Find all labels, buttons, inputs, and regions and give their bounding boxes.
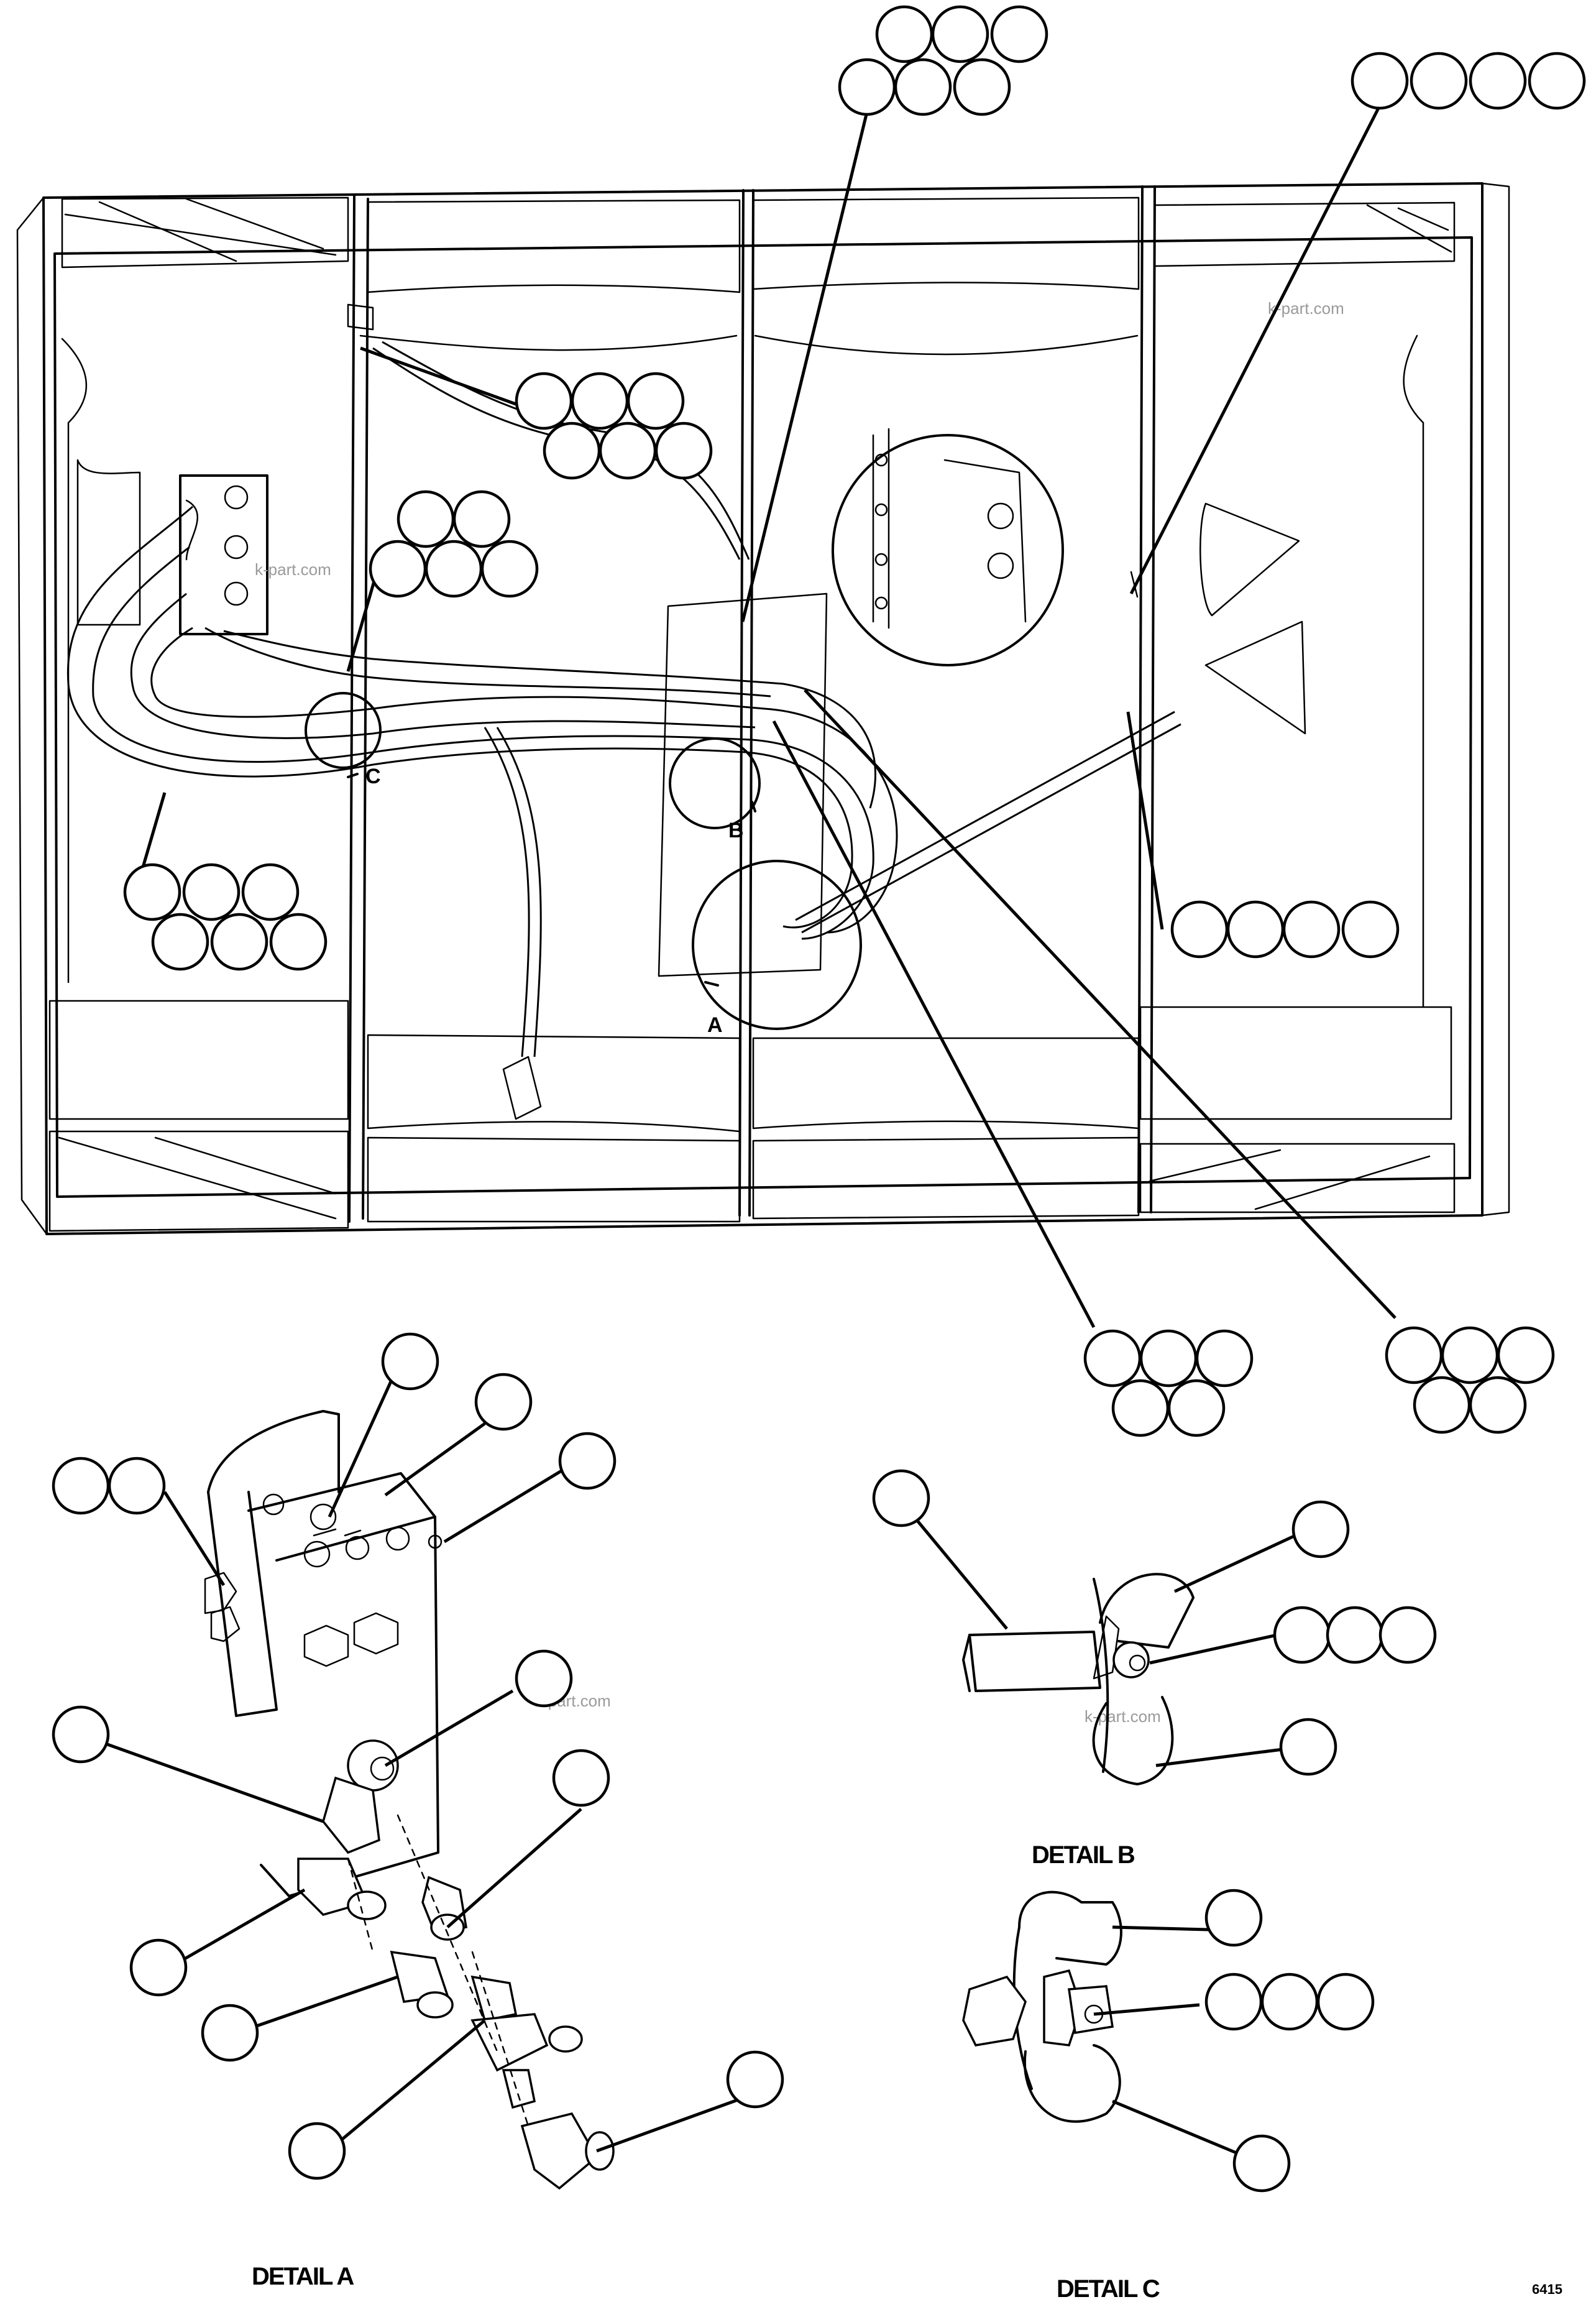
callout-bubble: [1385, 1326, 1443, 1384]
callout-bubble: [1195, 1329, 1254, 1388]
callout-bubble: [1378, 1606, 1437, 1664]
callout-bubble: [1291, 1500, 1350, 1558]
callout-bubble: [515, 372, 573, 430]
frame-assembly: [16, 182, 1510, 1235]
callout-group-lower-right-5a: [1083, 1329, 1254, 1437]
callout-bubble: [1226, 900, 1285, 959]
callout-group-lower-right-5b: [1385, 1326, 1555, 1434]
callout-bubble: [424, 540, 483, 598]
watermark-text: k-part.com: [255, 560, 331, 579]
callout-bubble: [953, 58, 1011, 116]
callout-bubble: [1469, 52, 1527, 110]
view-markers: C B A: [365, 765, 744, 1037]
callout-bubble: [1341, 900, 1400, 959]
callout-bubble: [288, 2122, 346, 2180]
detail-b-view: DETAIL B: [962, 1573, 1195, 1869]
callout-group-left-center-5: [369, 490, 539, 598]
callout-bubble: [1260, 1973, 1319, 2031]
detail-c-view: DETAIL C: [962, 1890, 1161, 2302]
callout-bubble: [1326, 1606, 1384, 1664]
callout-bubble: [872, 1469, 930, 1527]
callout-bubble: [726, 2050, 784, 2109]
callout-bubble: [108, 1457, 166, 1515]
callout-bubble: [52, 1457, 110, 1515]
callout-bubble: [1528, 52, 1586, 110]
callout-bubble: [123, 863, 181, 921]
callout-bubble: [397, 490, 455, 548]
callout-bubble: [838, 58, 896, 116]
callout-bubble: [875, 5, 933, 63]
callout-group-top-center-7: [838, 5, 1048, 116]
callout-group-upper-center-7: [515, 372, 713, 480]
callout-bubble: [1316, 1973, 1375, 2031]
callout-bubble: [369, 540, 427, 598]
detail-a-caption: DETAIL A: [252, 2263, 354, 2290]
callout-bubble: [558, 1432, 617, 1490]
callout-bubble: [654, 421, 713, 480]
callout-bubble: [1497, 1326, 1555, 1384]
callout-bubble: [894, 58, 952, 116]
callout-bubble: [543, 421, 601, 480]
callout-bubble: [1232, 2134, 1291, 2193]
callout-bubble: [598, 421, 657, 480]
callout-bubble: [571, 372, 629, 430]
callout-bubble: [1167, 1379, 1226, 1437]
callout-bubble: [1139, 1329, 1198, 1388]
callout-bubble: [1083, 1329, 1142, 1388]
callout-bubble: [931, 5, 989, 63]
callout-bubble: [381, 1332, 439, 1391]
detail-b-caption: DETAIL B: [1032, 1841, 1135, 1869]
callout-bubble: [269, 913, 328, 971]
callout-group-top-right-4: [1351, 52, 1586, 110]
callout-group-left-lower-7: [123, 863, 328, 971]
view-marker-a: A: [707, 1013, 723, 1037]
callout-bubble: [552, 1749, 610, 1807]
callout-bubble: [626, 372, 685, 430]
callout-bubble: [241, 863, 300, 921]
callout-bubble: [1282, 900, 1341, 959]
callout-group-right-mid-4: [1170, 900, 1400, 959]
callout-bubble: [1351, 52, 1409, 110]
callout-bubble: [1441, 1326, 1499, 1384]
callout-group-detail-b: [872, 1469, 1437, 1776]
callout-bubble: [182, 863, 241, 921]
callout-bubble: [452, 490, 511, 548]
view-marker-b: B: [728, 819, 744, 842]
leader-lines: [105, 104, 1396, 2165]
callout-bubble: [151, 913, 209, 971]
detail-a-view: DETAIL A: [204, 1410, 615, 2290]
callout-bubble: [129, 1938, 188, 1997]
callout-bubble: [1204, 1889, 1263, 1947]
detail-c-caption: DETAIL C: [1057, 2275, 1160, 2302]
callout-bubble: [1469, 1376, 1527, 1434]
callout-bubble: [201, 2004, 259, 2062]
callout-bubble: [480, 540, 539, 598]
callout-bubble: [1279, 1718, 1337, 1776]
callout-bubble: [515, 1649, 573, 1708]
callout-bubble: [990, 5, 1048, 63]
callout-bubble: [1204, 1973, 1263, 2031]
callout-bubble: [52, 1705, 110, 1764]
drawing-code: 6415: [1532, 2281, 1562, 2297]
view-marker-c: C: [365, 765, 381, 788]
callout-group-detail-c: [1204, 1889, 1375, 2193]
callout-bubble: [1111, 1379, 1170, 1437]
callout-group-detail-a: [52, 1332, 784, 2180]
callout-bubble: [1170, 900, 1229, 959]
callout-bubble: [1413, 1376, 1471, 1434]
callout-bubble: [1273, 1606, 1331, 1664]
callout-bubble: [210, 913, 268, 971]
callout-bubble: [474, 1373, 533, 1431]
callout-bubble: [1410, 52, 1468, 110]
